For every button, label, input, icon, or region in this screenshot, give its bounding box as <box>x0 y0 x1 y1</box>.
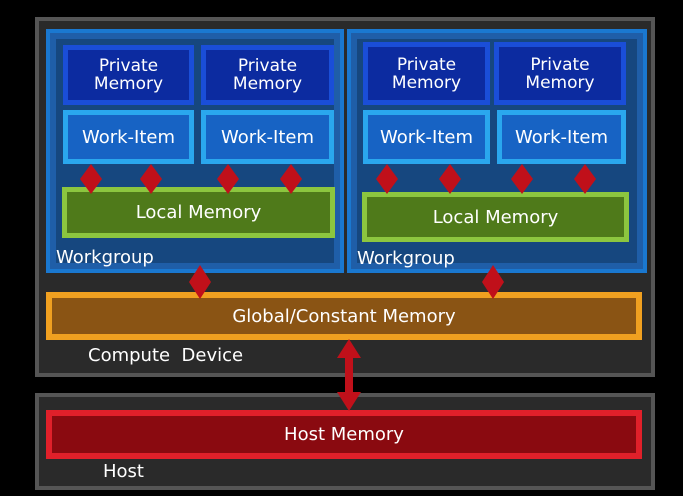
work-item-2-1: Work-Item <box>363 110 490 164</box>
workgroup-label-1: Workgroup <box>56 247 154 268</box>
global-constant-memory: Global/Constant Memory <box>46 292 642 340</box>
private-memory-2-1: Private Memory <box>363 42 490 105</box>
private-memory-1-1: Private Memory <box>63 45 194 105</box>
work-item-1-2: Work-Item <box>201 110 334 164</box>
private-memory-2-2: Private Memory <box>494 42 626 105</box>
work-item-2-2: Work-Item <box>497 110 626 164</box>
local-memory-1: Local Memory <box>62 187 335 238</box>
local-memory-2: Local Memory <box>362 192 629 242</box>
workgroup-label-2: Workgroup <box>357 248 455 269</box>
host-label: Host <box>103 461 144 482</box>
work-item-1-1: Work-Item <box>63 110 194 164</box>
host-memory: Host Memory <box>46 410 642 459</box>
compute-device-label: Compute Device <box>88 345 244 366</box>
private-memory-1-2: Private Memory <box>201 45 334 105</box>
